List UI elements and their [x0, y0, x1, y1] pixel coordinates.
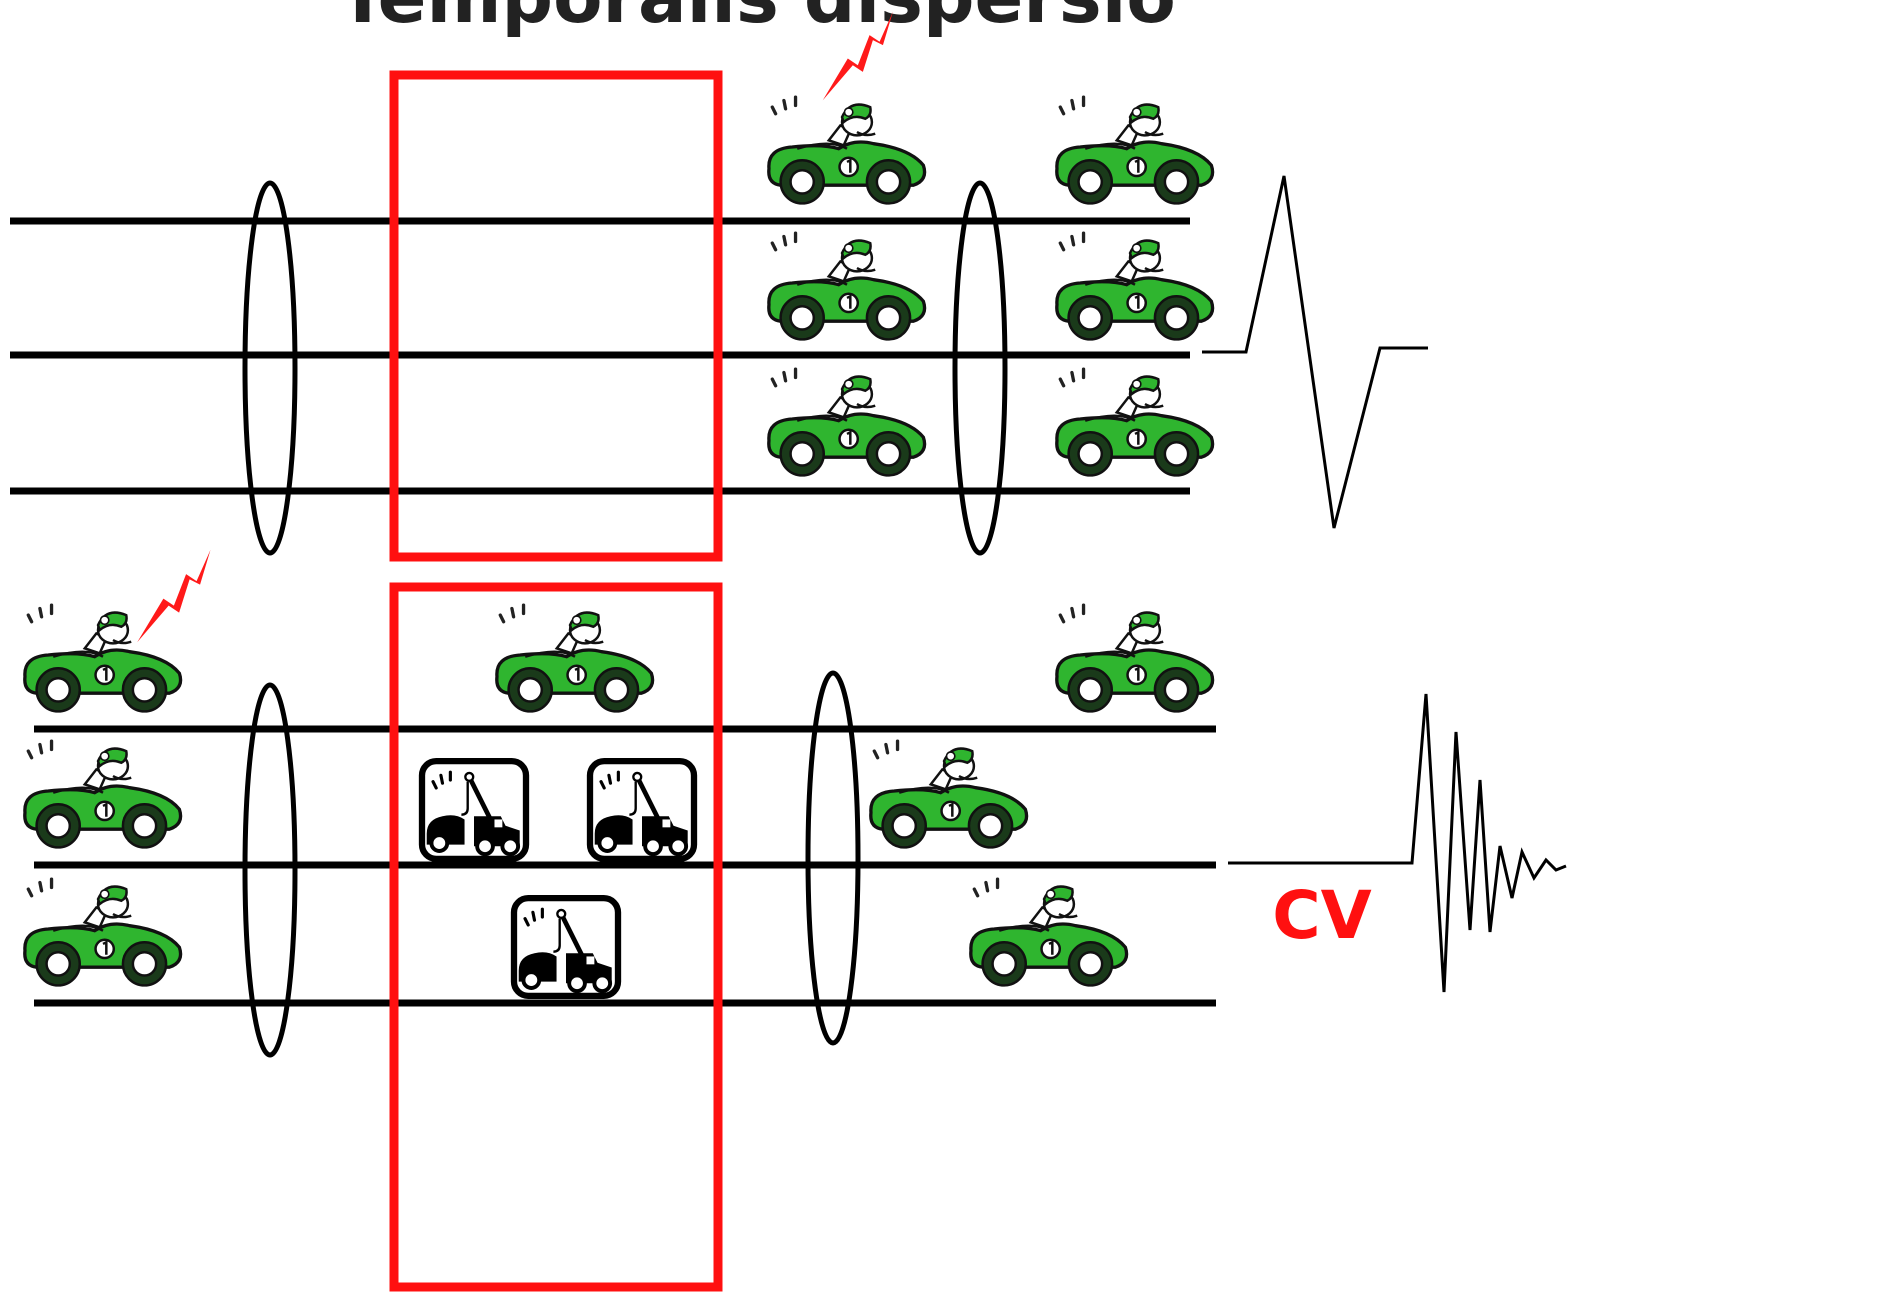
racing-car-icon [1054, 231, 1215, 342]
racing-car-icon [766, 367, 927, 478]
racing-car-icon [868, 739, 1029, 850]
panel-synchronous [10, 11, 1428, 562]
bottom-red-gate [389, 582, 723, 1292]
tow-truck-icon [514, 898, 618, 996]
tow-truck-icon [590, 761, 694, 859]
racing-car-icon [1054, 95, 1215, 206]
dispersed-waveform [1228, 693, 1567, 993]
racing-car-icon [1054, 603, 1215, 714]
racing-car-icon [766, 95, 927, 206]
panel-dispersion: CV [22, 549, 1567, 1292]
racing-car-icon [968, 877, 1129, 988]
top-electrode-right [952, 180, 1008, 556]
bottom-electrode-left [242, 682, 298, 1058]
racing-car-icon [766, 231, 927, 342]
racing-car-icon [1054, 367, 1215, 478]
biphasic-waveform [1202, 175, 1428, 529]
top-red-gate [389, 70, 723, 562]
racing-car-icon [22, 739, 183, 850]
diagram-title: Temporalis dispersio [338, 0, 1176, 39]
lightning-spark-icon [137, 549, 211, 643]
top-electrode-left [242, 180, 298, 556]
tow-truck-icon [422, 761, 526, 859]
racing-car-icon [22, 603, 183, 714]
racing-car-icon [494, 603, 655, 714]
cv-label: CV [1272, 877, 1372, 954]
racing-car-icon [22, 877, 183, 988]
bottom-electrode-right [805, 670, 861, 1046]
